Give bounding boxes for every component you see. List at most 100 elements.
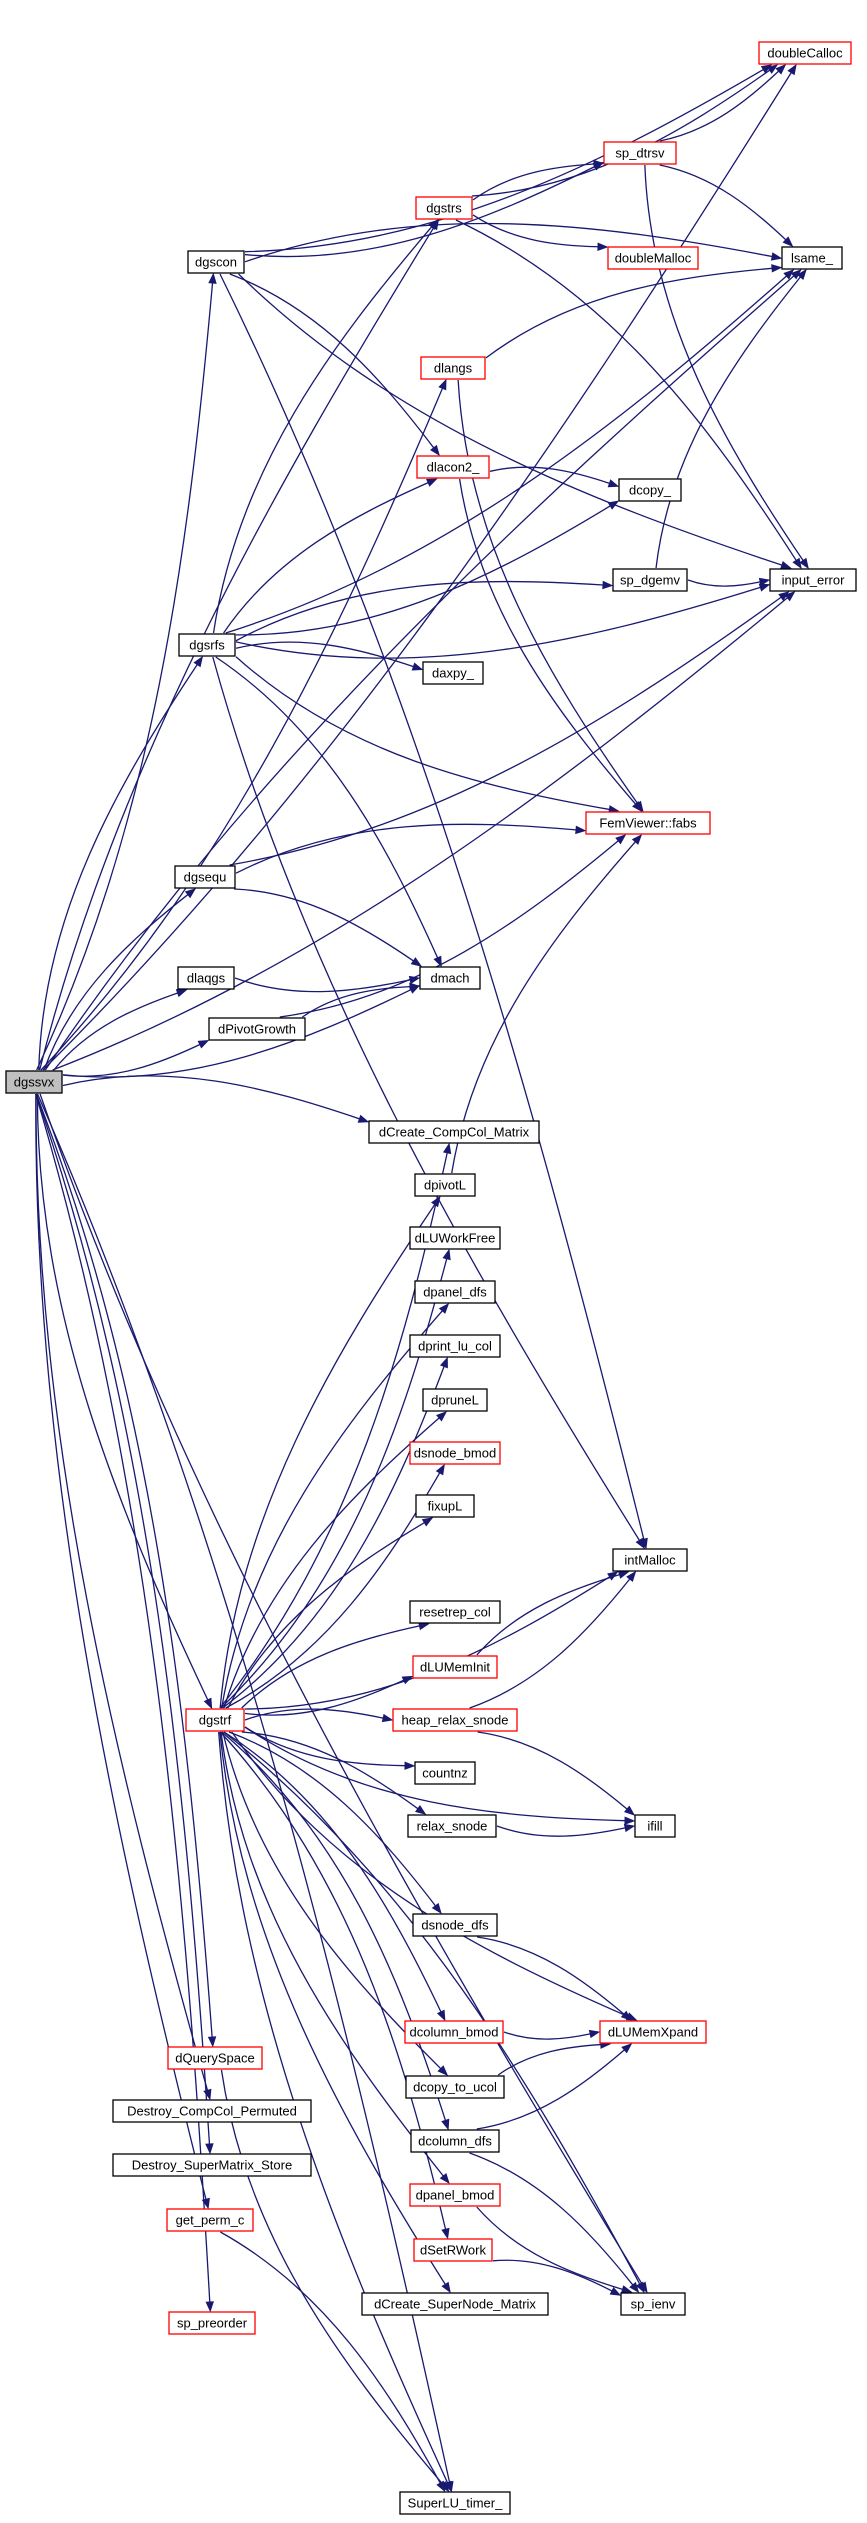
node-label: dcopy_	[629, 483, 672, 498]
edge-dgstrf-to-dpruneL	[223, 1411, 448, 1709]
node-dpanel-bmod[interactable]: dpanel_bmod	[409, 2183, 501, 2207]
node-dluworkfree[interactable]: dLUWorkFree	[409, 1226, 501, 1250]
node-fixupl[interactable]: fixupL	[415, 1494, 475, 1518]
node-label: dLUWorkFree	[415, 1231, 496, 1246]
node-sp-dtrsv[interactable]: sp_dtrsv	[603, 141, 677, 165]
node-fabs[interactable]: FemViewer::fabs	[585, 811, 711, 835]
node-label: dsnode_bmod	[414, 1446, 496, 1461]
node-doublemalloc[interactable]: doubleMalloc	[607, 246, 699, 270]
node-dgstrf[interactable]: dgstrf	[185, 1708, 245, 1732]
node-label: ifill	[647, 1819, 662, 1834]
node-sp-preorder[interactable]: sp_preorder	[168, 2311, 256, 2335]
node-dgscon[interactable]: dgscon	[187, 250, 245, 274]
node-dpivotgrowth[interactable]: dPivotGrowth	[208, 1017, 306, 1041]
edge-sp_dtrsv-to-lsame_	[659, 164, 794, 247]
node-dprunel[interactable]: dpruneL	[422, 1388, 488, 1412]
node-label: sp_dtrsv	[615, 146, 665, 161]
node-label: dgssvx	[14, 1075, 55, 1090]
node-dgsrfs[interactable]: dgsrfs	[178, 633, 236, 657]
node-dcolumn-bmod[interactable]: dcolumn_bmod	[404, 2020, 504, 2044]
node-dgstrs[interactable]: dgstrs	[415, 196, 473, 220]
node-daxpy-[interactable]: daxpy_	[422, 661, 484, 685]
edge-dsnode_dfs-to-dLUMemXpand	[477, 1936, 632, 2021]
edge-dgstrf-to-countnz	[244, 1726, 416, 1770]
node-resetrep-col[interactable]: resetrep_col	[409, 1600, 501, 1624]
node-label: dprint_lu_col	[418, 1339, 492, 1354]
node-label: dLUMemInit	[420, 1660, 490, 1675]
edge-dgstrf-to-dprint_lu_col	[222, 1356, 448, 1709]
edge-dgsrfs-to-fabs	[235, 656, 620, 814]
edge-dSetRWork-to-sp_ienv	[492, 2259, 622, 2296]
node-input-error[interactable]: input_error	[769, 568, 857, 592]
edge-dgstrs-to-doubleMalloc	[472, 214, 609, 251]
edge-dlaqgs-to-dmach	[234, 975, 421, 993]
edge-dgssvx-to-dlaqgs	[53, 989, 188, 1071]
edge-dgstrs-to-input_error	[455, 219, 802, 570]
node-label: Destroy_CompCol_Permuted	[127, 2104, 297, 2119]
node-dcolumn-dfs[interactable]: dcolumn_dfs	[410, 2129, 500, 2153]
node-lsame-[interactable]: lsame_	[781, 246, 843, 270]
node-destroy-supermatrix-store[interactable]: Destroy_SuperMatrix_Store	[112, 2153, 312, 2177]
edge-dgsequ-to-input_error	[229, 591, 790, 866]
edge-dgssvx-to-sp_preorder	[35, 1093, 214, 2313]
edge-dgssvx-to-dPivotGrowth	[62, 1040, 210, 1077]
node-destroy-compcol-permuted[interactable]: Destroy_CompCol_Permuted	[112, 2099, 312, 2123]
node-dmach[interactable]: dmach	[419, 966, 481, 990]
node-superlu-timer-[interactable]: SuperLU_timer_	[399, 2491, 511, 2515]
node-label: dlangs	[434, 361, 473, 376]
edge-dgstrf-to-dLUMemInit	[244, 1675, 414, 1716]
node-label: heap_relax_snode	[402, 1713, 509, 1728]
edge-sp_dgemv-to-lsame_	[655, 268, 807, 569]
edge-dpanel_bmod-to-sp_ienv	[476, 2206, 633, 2294]
node-dprint-lu-col[interactable]: dprint_lu_col	[409, 1334, 501, 1358]
node-countnz[interactable]: countnz	[414, 1761, 476, 1785]
node-sp-dgemv[interactable]: sp_dgemv	[612, 568, 688, 592]
node-dpanel-dfs[interactable]: dpanel_dfs	[414, 1280, 496, 1304]
node-dlumemxpand[interactable]: dLUMemXpand	[599, 2020, 707, 2044]
node-dcopy-[interactable]: dcopy_	[618, 478, 682, 502]
node-label: dgstrs	[426, 201, 462, 216]
node-label: dPivotGrowth	[218, 1022, 296, 1037]
node-dsetrwork[interactable]: dSetRWork	[413, 2238, 493, 2262]
edges-layer	[35, 63, 809, 2493]
edge-dgscon-to-input_error	[238, 273, 792, 570]
node-sp-ienv[interactable]: sp_ienv	[620, 2292, 686, 2316]
edge-dgsequ-to-dmach	[234, 888, 423, 967]
node-dgsequ[interactable]: dgsequ	[174, 865, 236, 889]
node-dcreate-supernode-matrix[interactable]: dCreate_SuperNode_Matrix	[361, 2292, 549, 2316]
edge-dgsrfs-to-daxpy_	[235, 641, 424, 671]
node-dsnode-bmod[interactable]: dsnode_bmod	[409, 1441, 501, 1465]
edge-sp_dgemv-to-input_error	[687, 577, 771, 587]
edge-dgstrf-to-dCreate_SuperNode_Matrix	[219, 1731, 451, 2294]
edge-dcolumn_dfs-to-dLUMemXpand	[476, 2043, 633, 2130]
node-dsnode-dfs[interactable]: dsnode_dfs	[412, 1913, 498, 1937]
edge-sp_dtrsv-to-input_error	[644, 164, 809, 570]
node-doublecalloc[interactable]: doubleCalloc	[758, 41, 852, 65]
edge-dgsrfs-to-input_error	[235, 583, 771, 659]
edge-dgstrf-to-dSetRWork	[219, 1731, 450, 2240]
node-dlacon2-[interactable]: dlacon2_	[416, 455, 490, 479]
node-dcreate-compcol-matrix[interactable]: dCreate_CompCol_Matrix	[368, 1120, 540, 1144]
node-dlaqgs[interactable]: dlaqgs	[177, 966, 235, 990]
node-dlangs[interactable]: dlangs	[420, 356, 486, 380]
edge-dgssvx-to-input_error	[52, 591, 796, 1071]
edge-dgsrfs-to-dcopy_	[235, 500, 620, 636]
node-get-perm-c[interactable]: get_perm_c	[166, 2208, 254, 2232]
node-label: input_error	[782, 573, 846, 588]
node-label: dcolumn_dfs	[418, 2134, 492, 2149]
node-label: dpivotL	[424, 1178, 466, 1193]
node-heap-relax-snode[interactable]: heap_relax_snode	[392, 1708, 518, 1732]
node-dqueryspace[interactable]: dQuerySpace	[167, 2046, 263, 2070]
node-label: dgstrf	[199, 1713, 232, 1728]
node-intmalloc[interactable]: intMalloc	[612, 1548, 688, 1572]
edge-dgstrf-to-heap_relax_snode	[244, 1708, 394, 1723]
node-ifill[interactable]: ifill	[634, 1814, 676, 1838]
node-dlumeminit[interactable]: dLUMemInit	[412, 1655, 498, 1679]
node-dpivotl[interactable]: dpivotL	[414, 1173, 476, 1197]
edge-dcopy_to_ucol-to-dLUMemXpand	[497, 2040, 612, 2076]
node-relax-snode[interactable]: relax_snode	[407, 1814, 497, 1838]
edge-dgssvx-to-dgsrfs	[38, 655, 204, 1071]
node-dcopy-to-ucol[interactable]: dcopy_to_ucol	[405, 2075, 505, 2099]
edge-dgssvx-to-Destroy_SuperMatrix_Store	[35, 1093, 214, 2155]
edge-dgstrf-to-ifill	[244, 1726, 636, 1825]
